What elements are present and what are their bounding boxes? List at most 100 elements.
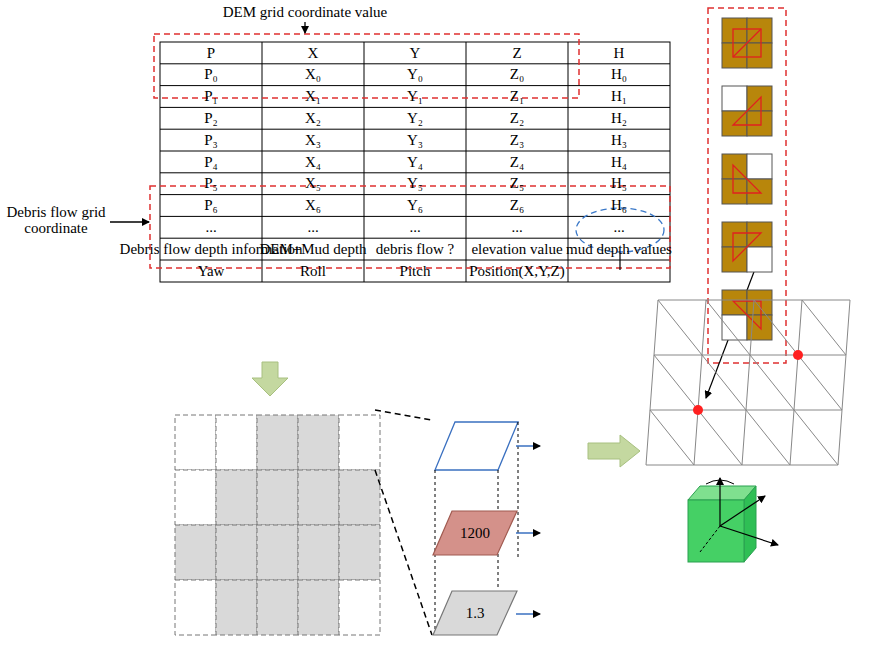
table-cell: P₃ [204, 132, 218, 149]
grid-cell [257, 415, 298, 470]
table-cell: P₀ [204, 66, 218, 83]
mesh-edge [654, 355, 702, 356]
icon-cell [747, 111, 772, 136]
icon-cell [722, 86, 747, 111]
mesh-edge [750, 355, 794, 410]
mesh-edge [706, 300, 754, 301]
mesh-edge [702, 355, 746, 410]
table-cell: X₁ [305, 88, 321, 105]
mesh-edge [698, 410, 746, 411]
mesh-edge [706, 300, 750, 355]
table-cell: P₂ [204, 110, 218, 127]
mesh-edge [798, 355, 842, 410]
annotation: DEM grid coordinate value [223, 4, 388, 21]
mesh-edge [750, 355, 798, 356]
table-cell: X₅ [305, 175, 321, 192]
table-cell: H₅ [611, 175, 627, 192]
table-cell: P₆ [204, 197, 218, 214]
table-rule [160, 85, 670, 86]
icon-cell [722, 222, 747, 247]
table-cell: DEM+Mud depth [259, 241, 366, 258]
table-cell: P₄ [204, 154, 218, 171]
table-cell: X₂ [305, 110, 321, 127]
grid-cell [339, 415, 380, 470]
mesh-edge [746, 410, 790, 465]
icon-cell [747, 247, 772, 272]
table-cell: H₄ [611, 154, 627, 171]
table-cell: debris flow ? [376, 241, 454, 258]
mesh-edge [802, 300, 850, 301]
table-cell: H₆ [611, 197, 627, 214]
cell-value: 1.3 [432, 605, 518, 622]
mesh-edge [746, 410, 794, 411]
icon-cell [722, 18, 747, 43]
table-cell: X [308, 45, 319, 62]
mesh-edge [694, 465, 742, 466]
mesh-edge [646, 465, 694, 466]
mesh-edge [654, 300, 658, 355]
grid-cell [175, 415, 216, 470]
mesh-edge [702, 355, 750, 356]
table-cell: Z₆ [510, 197, 524, 214]
mesh-edge [842, 355, 846, 410]
mesh-edge [798, 355, 846, 356]
icon-triangle [733, 165, 761, 193]
grid-cell [216, 580, 257, 635]
mesh-edge [846, 300, 850, 355]
table-cell: Z₃ [510, 132, 524, 149]
table-cell: Yaw [198, 263, 225, 280]
icon-triangle [733, 301, 761, 329]
table-cell: Y [410, 45, 421, 62]
table-cell: ... [511, 219, 522, 236]
table-cell: ... [307, 219, 318, 236]
table-rule [160, 151, 670, 152]
table-rule [160, 63, 670, 64]
icon-cell [747, 43, 772, 68]
mesh-edge [650, 410, 694, 465]
parallelogram-cell: 1200 [432, 510, 518, 556]
grid-cell [175, 525, 216, 580]
table-cell: ... [613, 219, 624, 236]
table-cell: Pitch [400, 263, 431, 280]
mesh-edge [746, 355, 750, 410]
table-cell: Y₄ [407, 154, 423, 171]
mesh-edge [790, 465, 838, 466]
mesh-point [793, 350, 803, 360]
table-cell: Y₅ [407, 175, 423, 192]
grid-cell [257, 580, 298, 635]
table-rule [160, 129, 670, 130]
table-cell: Y₃ [407, 132, 423, 149]
mesh-point [693, 405, 703, 415]
cell-value: 1200 [432, 525, 518, 542]
grid-cell [216, 470, 257, 525]
mesh-edge [794, 410, 838, 465]
table-cell: Z₀ [510, 66, 524, 83]
table-cell: Position(X,Y,Z) [469, 263, 565, 280]
table-rule [160, 216, 670, 217]
grid-cell [175, 470, 216, 525]
mesh-edge [698, 355, 702, 410]
table-cell: Z₂ [510, 110, 524, 127]
mesh-edge [802, 300, 846, 355]
table-cell: X₀ [305, 66, 321, 83]
grid-cell [339, 580, 380, 635]
grid-cell [257, 470, 298, 525]
grid-cell [339, 525, 380, 580]
table-cell: elevation value [471, 241, 562, 258]
table-cell: ... [409, 219, 420, 236]
grid-cell [257, 525, 298, 580]
table-cell: H₃ [611, 132, 627, 149]
table-cell: Y₀ [407, 66, 423, 83]
grid-cell [298, 525, 339, 580]
table-cell: Y₁ [407, 88, 423, 105]
table-cell: Roll [300, 263, 326, 280]
mesh-edge [750, 300, 754, 355]
parallelogram-outline [433, 591, 517, 635]
table-cell: X₄ [305, 154, 321, 171]
icon-cell [722, 179, 747, 204]
mesh-edge [794, 355, 798, 410]
table-cell: X₃ [305, 132, 321, 149]
icon-triangle [733, 97, 761, 125]
table-cell: P₁ [204, 88, 218, 105]
